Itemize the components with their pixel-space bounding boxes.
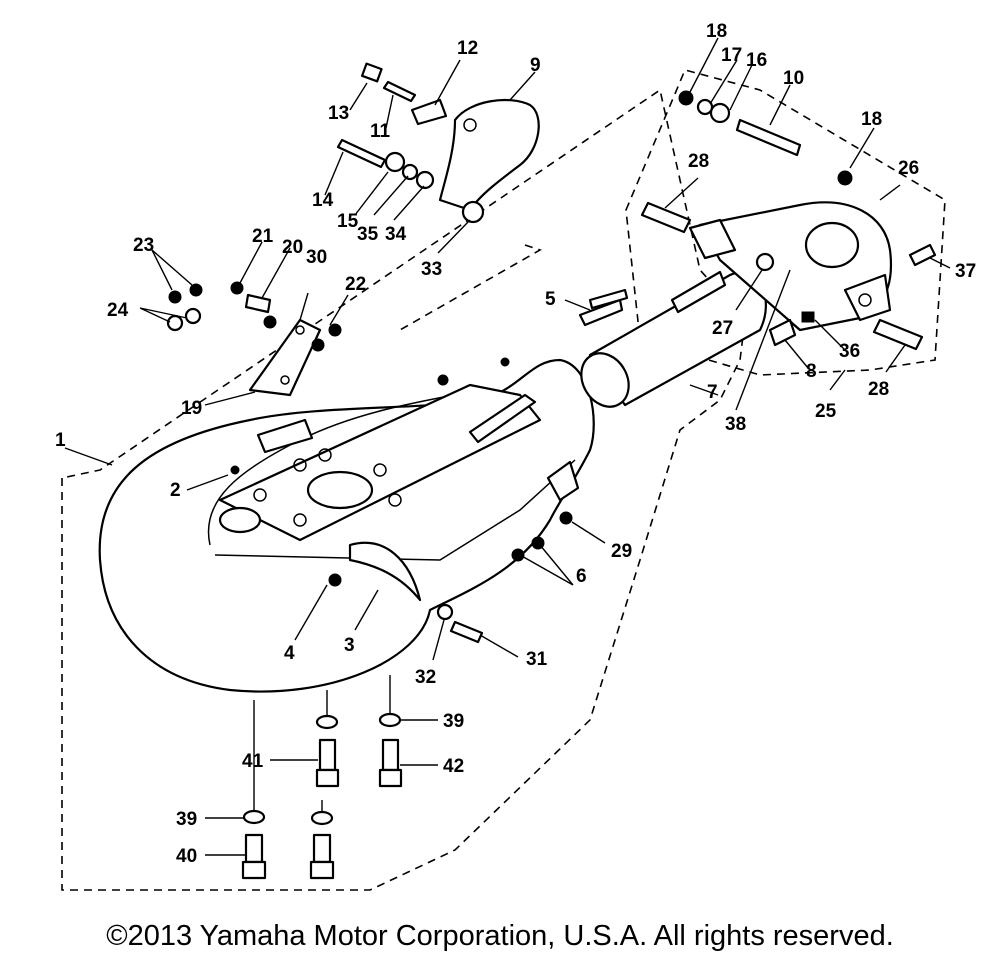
callout-35: 35: [357, 224, 379, 245]
callout-41: 41: [242, 751, 264, 772]
callout-33: 33: [421, 259, 442, 280]
callout-36: 36: [839, 341, 860, 362]
pump-housing: [98, 357, 595, 693]
callout-3: 3: [344, 635, 355, 656]
exploded-parts-diagram: 1 2 3 4 5 6 7 8 9 10 11 12 13 14 15 16 1…: [55, 21, 976, 891]
callout-4: 4: [284, 643, 295, 664]
callout-8: 8: [806, 361, 817, 382]
callout-2: 2: [170, 480, 181, 501]
group-outline-25: [625, 69, 946, 376]
callout-labels: 1 2 3 4 5 6 7 8 9 10 11 12 13 14 15 16 1…: [55, 21, 976, 867]
callout-18b: 18: [861, 109, 882, 130]
callout-39b: 39: [176, 809, 197, 830]
callout-29: 29: [611, 541, 632, 562]
steering-nozzle: [688, 201, 893, 332]
callout-20: 20: [282, 237, 303, 258]
callout-27: 27: [712, 318, 733, 339]
callout-31: 31: [526, 649, 548, 670]
callout-42: 42: [443, 756, 464, 777]
callout-12: 12: [457, 38, 478, 59]
pump-liner: [580, 270, 767, 408]
callout-16: 16: [746, 50, 767, 71]
callout-21: 21: [252, 226, 274, 247]
callout-9: 9: [530, 55, 541, 76]
callout-28b: 28: [868, 379, 889, 400]
callout-7: 7: [707, 382, 718, 403]
hardware: [166, 62, 937, 880]
callout-14: 14: [312, 190, 334, 211]
bracket-outline-9: [399, 244, 542, 331]
callout-13: 13: [328, 103, 349, 124]
callout-40: 40: [176, 846, 197, 867]
callout-15: 15: [337, 211, 359, 232]
callout-18a: 18: [706, 21, 727, 42]
callout-32: 32: [415, 667, 436, 688]
callout-11: 11: [370, 121, 391, 142]
callout-5: 5: [545, 289, 556, 310]
callout-39a: 39: [443, 711, 464, 732]
group-outline-1: [61, 88, 746, 891]
callout-24: 24: [107, 300, 129, 321]
callout-26: 26: [898, 158, 919, 179]
callout-34: 34: [385, 224, 407, 245]
callout-23: 23: [133, 235, 154, 256]
callout-28a: 28: [688, 151, 709, 172]
copyright-notice: ©2013 Yamaha Motor Corporation, U.S.A. A…: [106, 920, 894, 952]
callout-25: 25: [815, 401, 837, 422]
callout-38: 38: [725, 414, 746, 435]
callout-30: 30: [306, 247, 327, 268]
leader-lines: [64, 37, 951, 856]
callout-6: 6: [576, 566, 587, 587]
callout-19: 19: [181, 398, 202, 419]
callout-1: 1: [55, 430, 66, 451]
deflector-bracket: [438, 98, 540, 212]
callout-22: 22: [345, 274, 366, 295]
callout-17: 17: [721, 45, 742, 66]
callout-10: 10: [783, 68, 804, 89]
callout-37: 37: [955, 261, 976, 282]
